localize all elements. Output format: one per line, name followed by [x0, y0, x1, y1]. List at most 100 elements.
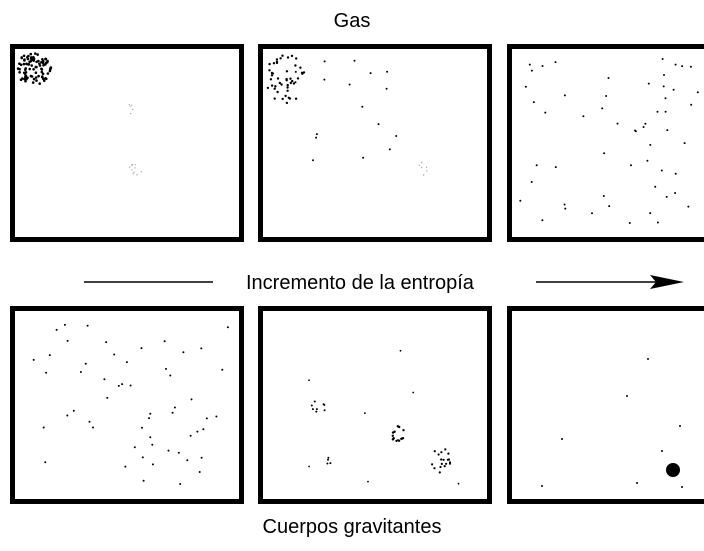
particle — [34, 52, 37, 55]
particle — [276, 90, 279, 94]
particle — [528, 63, 531, 66]
particle — [41, 72, 45, 76]
particle — [32, 68, 35, 71]
particle — [649, 143, 652, 146]
particle — [602, 195, 605, 197]
particle — [326, 462, 329, 465]
particle — [315, 410, 318, 413]
particle — [442, 458, 445, 461]
particle — [294, 64, 297, 67]
particle — [133, 446, 136, 449]
particle — [299, 66, 302, 69]
particle — [149, 412, 152, 415]
particle — [23, 72, 27, 76]
particle — [440, 462, 443, 465]
particle — [169, 374, 172, 377]
particle — [649, 212, 652, 215]
particle — [644, 122, 647, 125]
particle — [561, 438, 563, 440]
particle — [18, 67, 21, 71]
particle — [24, 68, 27, 72]
entropy-label: Incremento de la entropía — [246, 272, 474, 294]
particle — [554, 166, 557, 169]
particle — [398, 425, 401, 429]
particle — [272, 72, 275, 75]
particle — [662, 85, 665, 88]
particle — [605, 95, 608, 97]
particle — [19, 78, 23, 82]
particle — [544, 111, 547, 114]
particle — [386, 70, 389, 73]
particle — [541, 65, 544, 67]
particle — [63, 323, 66, 326]
particle — [444, 448, 447, 451]
particle — [519, 199, 522, 202]
particle — [397, 439, 399, 441]
particle — [128, 103, 131, 106]
particle — [105, 341, 108, 344]
particle — [664, 97, 667, 100]
particle — [601, 107, 604, 110]
particle — [311, 408, 314, 411]
particle — [323, 409, 326, 412]
particle — [92, 426, 94, 429]
particle — [431, 463, 434, 466]
gravity-panel-uniform-particles — [32, 323, 229, 485]
particle — [48, 354, 51, 357]
particle — [28, 60, 31, 64]
particle — [129, 166, 131, 168]
particle — [418, 164, 420, 166]
particle — [315, 408, 318, 411]
particle — [626, 395, 628, 397]
particle — [202, 428, 205, 431]
particle — [289, 77, 292, 80]
particle — [603, 152, 606, 155]
particle — [46, 59, 49, 63]
particle — [26, 57, 30, 61]
particle — [315, 133, 318, 136]
particle — [129, 384, 132, 387]
particle — [696, 91, 699, 94]
particle — [388, 148, 391, 151]
particle — [636, 482, 638, 484]
particle — [40, 70, 44, 74]
particle — [421, 166, 423, 169]
gas-panel-spreading-particles — [266, 54, 428, 176]
particle — [400, 437, 403, 440]
particle — [141, 426, 143, 429]
particle — [647, 82, 650, 85]
particle — [121, 383, 124, 386]
particle — [22, 54, 26, 58]
gas-panel-uniform-particles — [519, 58, 699, 224]
particle — [656, 221, 659, 224]
particle — [391, 438, 395, 441]
particle — [117, 384, 120, 387]
particle — [554, 61, 557, 64]
particle — [132, 108, 134, 111]
particle — [312, 159, 314, 162]
particle — [269, 78, 273, 81]
particle — [285, 101, 289, 105]
particle — [296, 77, 300, 80]
particle — [37, 59, 40, 63]
particle — [134, 164, 136, 166]
particle — [367, 480, 369, 483]
particle — [457, 482, 460, 485]
particle — [30, 75, 34, 78]
particle — [364, 412, 366, 415]
particle — [674, 63, 677, 66]
particle — [125, 361, 128, 364]
particle — [660, 169, 663, 172]
particle — [177, 451, 180, 454]
particle — [674, 192, 677, 194]
particle — [438, 471, 441, 474]
particle — [23, 77, 26, 81]
particle — [189, 434, 192, 437]
particle — [681, 486, 683, 488]
particle — [532, 101, 535, 104]
particle — [32, 57, 36, 60]
particle — [24, 75, 27, 79]
particle — [268, 69, 271, 72]
particle — [422, 174, 425, 176]
particle — [284, 94, 287, 98]
